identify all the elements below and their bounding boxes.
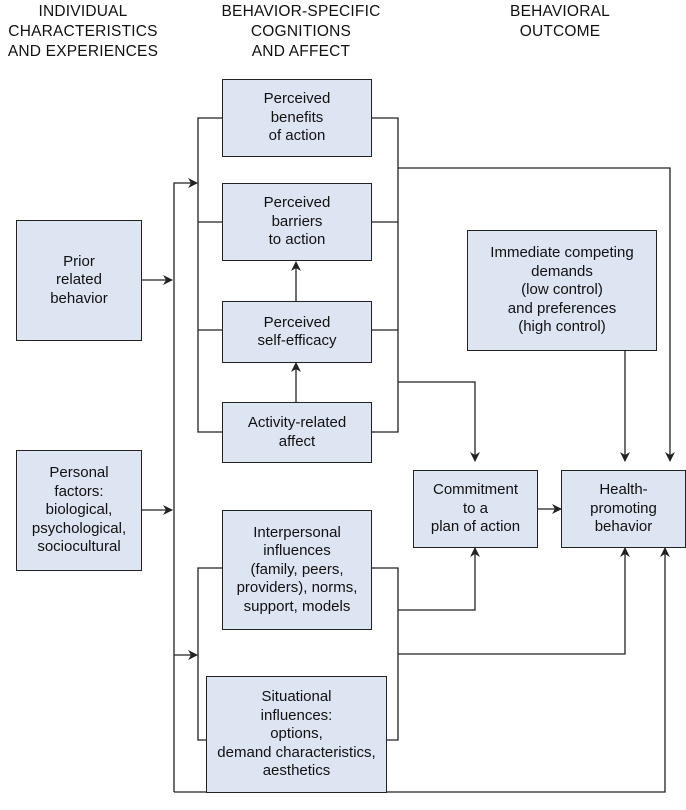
arrow-cognitions-to-behavior	[398, 167, 675, 462]
perceived-self-efficacy-box: Perceived self-efficacy	[222, 301, 372, 363]
header-behavior-specific-cognitions: BEHAVIOR-SPECIFIC COGNITIONS AND AFFECT	[221, 3, 381, 60]
perceived-barriers-box: Perceived barriers to action	[222, 183, 372, 261]
activity-related-affect-box: Activity-related affect	[222, 402, 372, 463]
immediate-competing-demands-box: Immediate competing demands (low control…	[467, 230, 657, 351]
health-promoting-behavior-box: Health- promoting behavior	[561, 470, 686, 548]
arrow-cognitions-to-commitment	[398, 381, 480, 462]
commitment-plan-box: Commitment to a plan of action	[413, 470, 538, 548]
header-individual-characteristics: INDIVIDUAL CHARACTERISTICS AND EXPERIENC…	[7, 3, 159, 60]
header-behavioral-outcome: BEHAVIORAL OUTCOME	[510, 3, 610, 40]
interpersonal-influences-box: Interpersonal influences (family, peers,…	[222, 510, 372, 630]
arrow-influences-to-behavior	[398, 547, 630, 655]
personal-factors-box: Personal factors: biological, psychologi…	[16, 450, 142, 571]
arrow-influences-to-commitment	[398, 547, 480, 611]
perceived-benefits-box: Perceived benefits of action	[222, 79, 372, 157]
left-trunk-line	[173, 178, 198, 792]
situational-influences-box: Situational influences: options, demand …	[206, 676, 387, 793]
prior-related-behavior-box: Prior related behavior	[16, 220, 142, 341]
